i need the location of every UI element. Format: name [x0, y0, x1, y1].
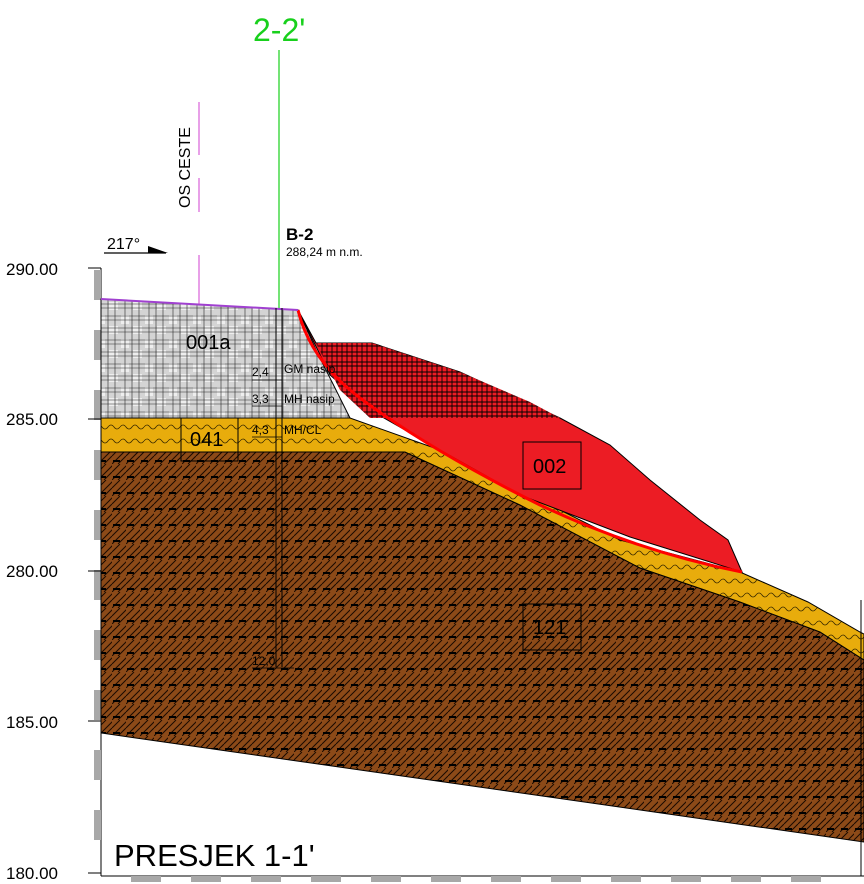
- horizontal-ruler: [101, 875, 864, 882]
- borehole-layer-1-depth: 2,4: [252, 365, 269, 379]
- slip-surface-line: [296, 309, 743, 574]
- azimuth-indicator: [104, 246, 168, 254]
- borehole-layer-3-depth: 4,3: [252, 423, 269, 437]
- unit-041-code: 041: [190, 429, 223, 451]
- elevation-label-185: 185.00: [6, 713, 58, 732]
- section-title: PRESJEK 1-1': [114, 838, 315, 873]
- unit-002-hatched-top: [316, 343, 560, 418]
- borehole-column: [252, 308, 294, 669]
- elevation-label-180: 180.00: [6, 864, 58, 883]
- elevation-ruler: [88, 267, 102, 876]
- elevation-label-290: 290.00: [6, 260, 58, 279]
- ground-surface-line: [100, 298, 299, 311]
- unit-121-code-box: [522, 603, 582, 651]
- unit-002-code: 002: [533, 456, 566, 478]
- azimuth-label: 217°: [107, 236, 140, 253]
- borehole-elevation: 288,24 m n.m.: [286, 245, 363, 259]
- borehole-name: B-2: [286, 225, 313, 244]
- cross-section-label: 2-2': [253, 12, 305, 48]
- borehole-layer-3-label: MH/CL: [284, 423, 322, 437]
- borehole-layer-2-depth: 3,3: [252, 392, 269, 406]
- borehole-end-depth: 12,0: [252, 654, 276, 668]
- borehole-layer-1-label: GM nasip: [284, 362, 336, 376]
- unit-041-code-box: [180, 417, 239, 462]
- unit-001a-code: 001a: [186, 332, 231, 354]
- elevation-label-280: 280.00: [6, 562, 58, 581]
- unit-121-code: 121: [533, 617, 566, 639]
- elevation-label-285: 285.00: [6, 410, 58, 429]
- road-axis-label: OS CESTE: [177, 127, 194, 208]
- borehole-layer-2-label: MH nasip: [284, 392, 335, 406]
- unit-002-code-box: [522, 441, 582, 490]
- unit-121-bedrock: [100, 451, 864, 843]
